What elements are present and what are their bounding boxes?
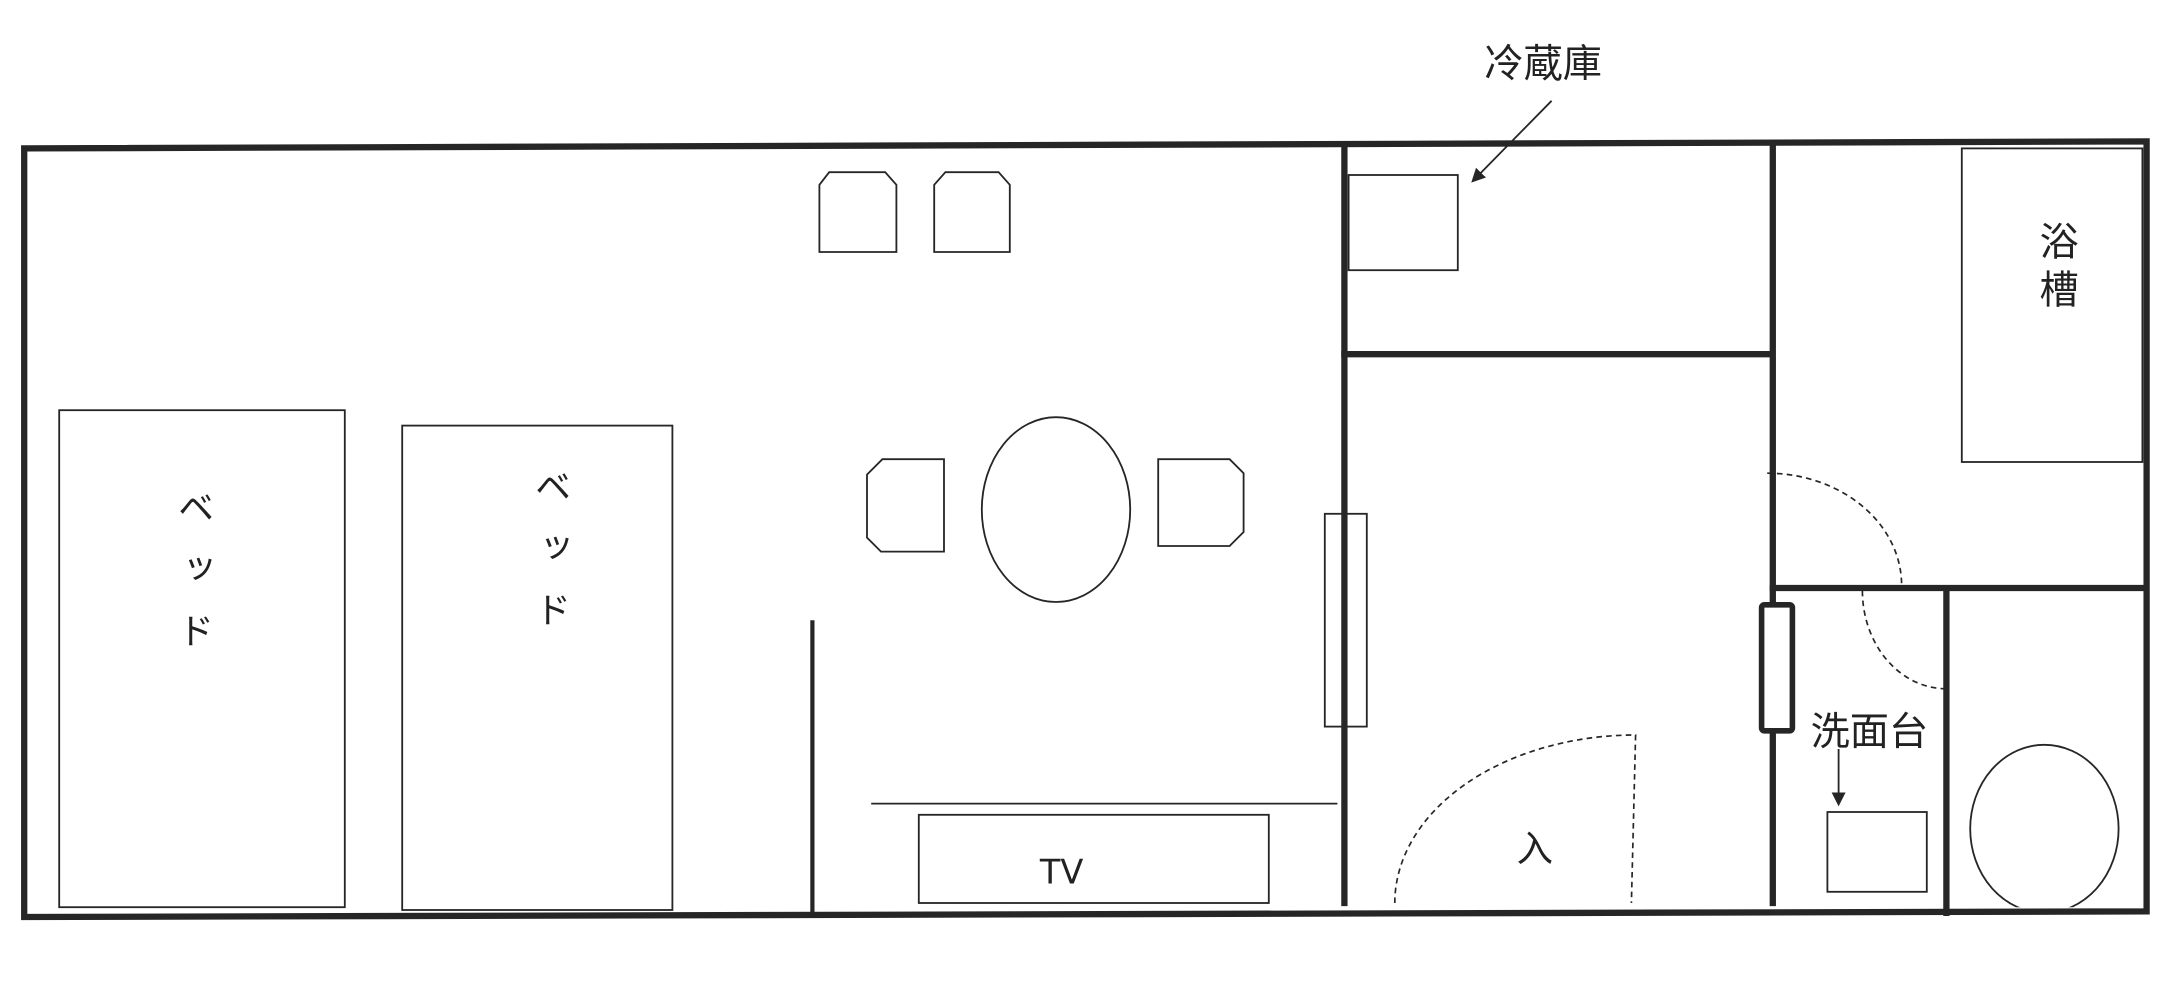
washbasin bbox=[1826, 811, 1928, 893]
chair-left bbox=[866, 458, 945, 553]
chair-top-left bbox=[818, 171, 898, 253]
sliding-door-living bbox=[1323, 512, 1368, 728]
entrance-door-swing bbox=[1393, 734, 1637, 904]
fridge-arrow bbox=[1471, 100, 1553, 183]
washbasin-label: 洗面台 bbox=[1811, 710, 1929, 755]
fridge-label: 冷蔵庫 bbox=[1484, 42, 1602, 87]
bathtub bbox=[1960, 147, 2144, 463]
bed-right bbox=[401, 424, 674, 911]
toilet-door-swing bbox=[1861, 590, 1947, 690]
bathroom-door-swing bbox=[1767, 472, 1903, 586]
bed-left bbox=[58, 409, 346, 909]
bed-left-label: ベッド bbox=[172, 489, 215, 674]
toilet bbox=[1969, 743, 2120, 908]
bed-right-label: ベッド bbox=[529, 468, 572, 653]
chair-top-right bbox=[933, 171, 1011, 253]
entrance-label: 入 bbox=[1517, 827, 1553, 870]
tv-stand bbox=[917, 813, 1270, 904]
chair-right bbox=[1157, 458, 1245, 547]
sliding-door-washroom bbox=[1758, 602, 1796, 734]
outer-wall bbox=[21, 138, 2150, 921]
tv-label: TV bbox=[1039, 852, 1084, 891]
dining-table bbox=[980, 416, 1132, 603]
fridge bbox=[1347, 174, 1459, 272]
bathtub-label: 浴槽 bbox=[2033, 221, 2078, 316]
